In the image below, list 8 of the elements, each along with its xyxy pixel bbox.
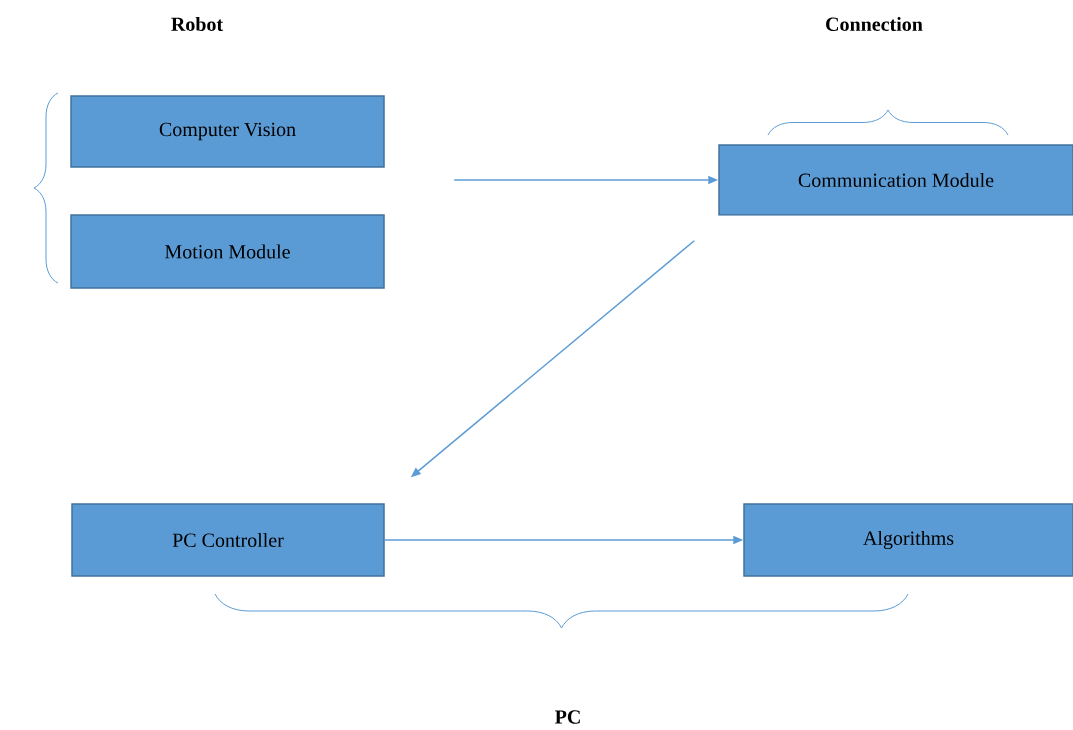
process-box: Computer Vision: [70, 95, 385, 168]
process-box: PC Controller: [71, 503, 385, 577]
process-box: Algorithms: [743, 503, 1073, 577]
process-box: Communication Module: [718, 144, 1073, 216]
process-box: Motion Module: [70, 214, 385, 289]
group-heading: Connection: [826, 16, 923, 31]
group-heading: Robot: [171, 16, 224, 31]
group-heading: PC: [555, 710, 580, 724]
